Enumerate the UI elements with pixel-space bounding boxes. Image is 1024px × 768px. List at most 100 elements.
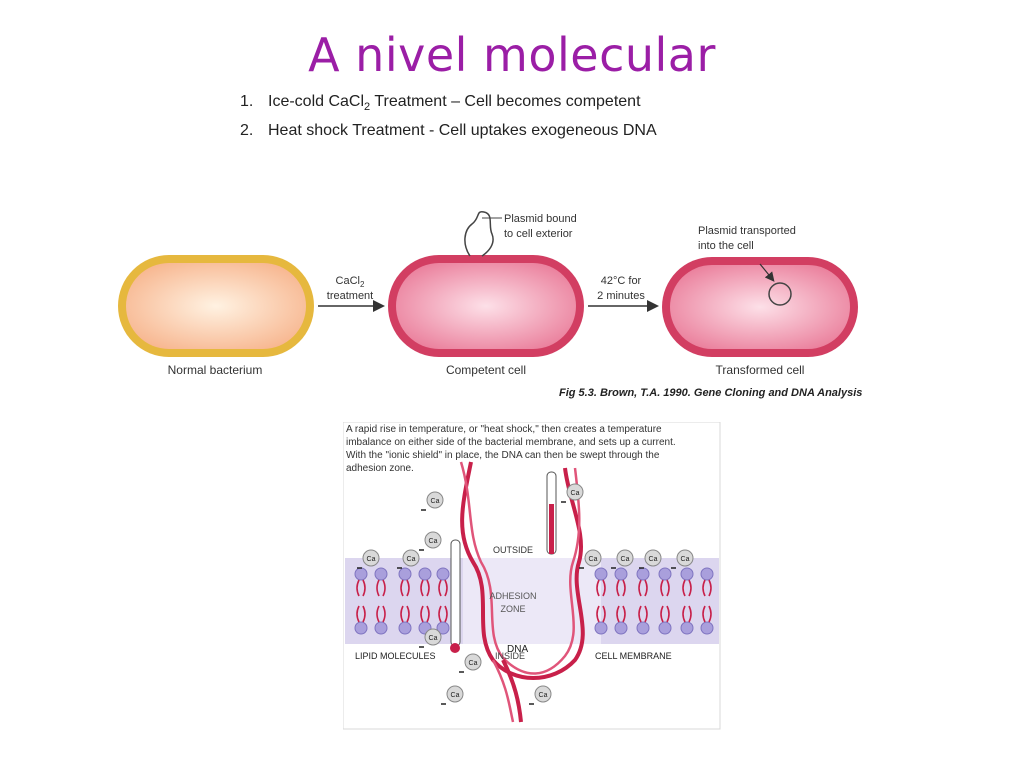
ion-label: Ca xyxy=(649,556,658,563)
ion-circle xyxy=(426,491,444,509)
ion-circle xyxy=(584,549,602,567)
lipid-head xyxy=(354,567,368,581)
lipid-head xyxy=(636,567,650,581)
lipid-tail xyxy=(438,579,448,597)
ion-circle xyxy=(566,483,584,501)
ion-label: Ca xyxy=(407,556,416,563)
arrow-pointer-icon xyxy=(759,263,775,282)
ion-label: Ca xyxy=(429,635,438,642)
lipid-head xyxy=(418,567,432,581)
lipid-tail xyxy=(438,605,448,623)
ion-label: Ca xyxy=(451,692,460,699)
lipid-head xyxy=(436,621,450,635)
dna-strand xyxy=(459,461,585,723)
arrow1-label-line2: treatment xyxy=(327,290,373,302)
lipid-head xyxy=(594,567,608,581)
ion-label: Ca xyxy=(367,556,376,563)
ion-label: Ca xyxy=(429,538,438,545)
competent-cell xyxy=(388,255,584,357)
outside-label: OUTSIDE xyxy=(493,545,533,555)
lipid-tail xyxy=(702,579,712,597)
plasmid-transported-label: Plasmid transported xyxy=(698,225,796,237)
ion-circle xyxy=(534,685,552,703)
lipid-head xyxy=(594,621,608,635)
lipid-tail xyxy=(420,579,430,597)
membrane-label: CELL MEMBRANE xyxy=(595,651,672,661)
ion-label: Ca xyxy=(681,556,690,563)
heat-shock-diagram: A rapid rise in temperature, or "heat sh… xyxy=(343,422,721,730)
thermometer-icon xyxy=(450,539,461,653)
lipid-tail xyxy=(356,605,366,623)
plasmid-circle-icon xyxy=(768,282,792,306)
lipid-head xyxy=(374,567,388,581)
lipid-tail xyxy=(682,605,692,623)
lipid-tail xyxy=(638,579,648,597)
lipid-head xyxy=(398,567,412,581)
arrow2-label: 42°C for xyxy=(601,275,642,287)
lipid-head xyxy=(398,621,412,635)
description-line: With the "ionic shield" in place, the DN… xyxy=(346,450,660,461)
step-item: 1.Ice-cold CaCl2 Treatment – Cell become… xyxy=(240,93,641,114)
transformed-cell-label: Transformed cell xyxy=(716,363,805,377)
plasmid-loop-icon xyxy=(464,210,494,257)
ion-circle xyxy=(464,653,482,671)
ion-circle xyxy=(616,549,634,567)
lipid-head xyxy=(680,567,694,581)
plasmid-transported-label-line2: into the cell xyxy=(698,240,754,252)
normal-bacterium-label: Normal bacterium xyxy=(168,363,263,377)
step-item: 2.Heat shock Treatment - Cell uptakes ex… xyxy=(240,122,657,140)
lipid-tail xyxy=(660,605,670,623)
lipid-tail xyxy=(400,605,410,623)
lipid-tail xyxy=(596,579,606,597)
description-line: A rapid rise in temperature, or "heat sh… xyxy=(346,424,662,435)
ion-label: Ca xyxy=(469,660,478,667)
plasmid-bound-label: Plasmid bound xyxy=(504,213,577,225)
lipid-molecules xyxy=(354,567,714,635)
ion-circle xyxy=(676,549,694,567)
ion-circle xyxy=(644,549,662,567)
ion-label: Ca xyxy=(431,498,440,505)
transformation-diagram: Normal bacterium CaCl2 treatment Plasmid… xyxy=(118,210,858,377)
description-line: adhesion zone. xyxy=(346,463,414,474)
lipid-tail xyxy=(702,605,712,623)
lipid-tail xyxy=(356,579,366,597)
ion-label: Ca xyxy=(571,490,580,497)
lipid-head xyxy=(374,621,388,635)
figure-caption: Fig 5.3. Brown, T.A. 1990. Gene Cloning … xyxy=(559,387,863,399)
lipid-head xyxy=(700,621,714,635)
lipid-tail xyxy=(420,605,430,623)
slide-title: A nivel molecular xyxy=(308,28,716,82)
ion-label: Ca xyxy=(539,692,548,699)
dna-label: DNA xyxy=(507,644,528,655)
lipid-head xyxy=(354,621,368,635)
lipid-head xyxy=(614,621,628,635)
ion-circle xyxy=(446,685,464,703)
plasmid-bound-label-line2: to cell exterior xyxy=(504,228,573,240)
lipid-head xyxy=(658,567,672,581)
description-line: imbalance on either side of the bacteria… xyxy=(346,437,676,448)
lipid-tail xyxy=(596,605,606,623)
lipid-head xyxy=(680,621,694,635)
adhesion-label-line2: ZONE xyxy=(500,604,525,614)
lipid-head xyxy=(636,621,650,635)
lipid-tail xyxy=(400,579,410,597)
steps-list: 1.Ice-cold CaCl2 Treatment – Cell become… xyxy=(240,90,657,142)
lipid-head xyxy=(658,621,672,635)
ion-circle xyxy=(362,549,380,567)
ion-label: Ca xyxy=(621,556,630,563)
thermometer-icon xyxy=(546,471,557,555)
lipid-tail xyxy=(616,605,626,623)
lipid-tail xyxy=(376,605,386,623)
adhesion-label: ADHESION xyxy=(489,591,536,601)
lipid-tail xyxy=(616,579,626,597)
arrow2-label-line2: 2 minutes xyxy=(597,290,645,302)
lipid-tail xyxy=(660,579,670,597)
lipid-tail xyxy=(376,579,386,597)
lipid-label: LIPID MOLECULES xyxy=(355,651,436,661)
ion-label: Ca xyxy=(589,556,598,563)
ion-circle xyxy=(402,549,420,567)
inside-label: INSIDE xyxy=(495,651,525,661)
lipid-head xyxy=(700,567,714,581)
lipid-tail xyxy=(638,605,648,623)
